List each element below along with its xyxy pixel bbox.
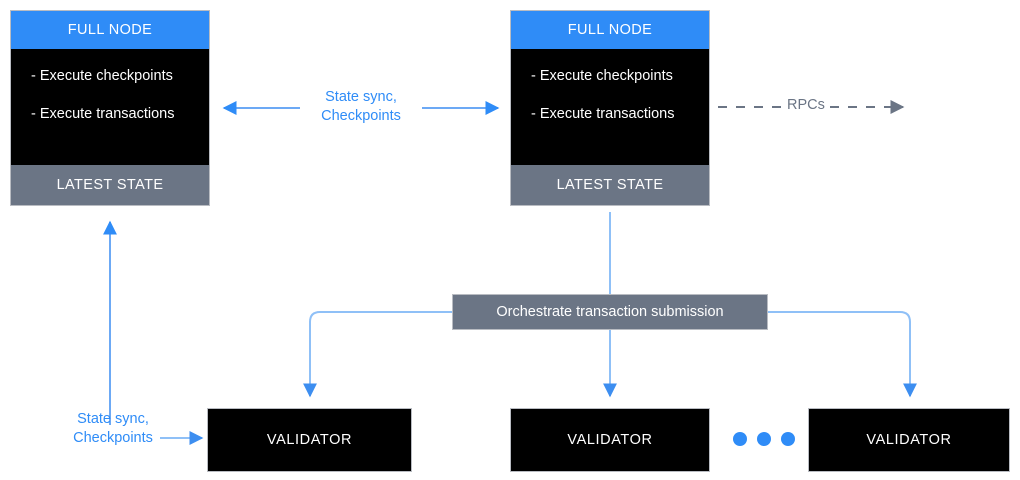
ellipsis-dot-2 (757, 432, 771, 446)
full-node-left-header: FULL NODE (11, 11, 209, 49)
full-node-left-bullet-1: - Execute checkpoints (31, 68, 173, 84)
full-node-right-body: - Execute checkpoints - Execute transact… (511, 49, 709, 165)
edge-orchestrator-to-validator-3 (768, 311, 917, 398)
validator-box-2: VALIDATOR (510, 408, 710, 472)
label-rpcs: RPCs (785, 96, 827, 115)
full-node-right-latest-state: LATEST STATE (511, 165, 709, 205)
full-node-right-bullet-1: - Execute checkpoints (531, 68, 673, 84)
orchestrate-transaction-submission-box: Orchestrate transaction submission (452, 294, 768, 330)
ellipsis-dot-3 (781, 432, 795, 446)
full-node-right-bullet-2: - Execute transactions (531, 105, 675, 122)
full-node-left-body: - Execute checkpoints - Execute transact… (11, 49, 209, 165)
ellipsis-dot-1 (733, 432, 747, 446)
label-state-sync-checkpoints-top: State sync, Checkpoints (300, 88, 422, 126)
full-node-left-bullet-2: - Execute transactions (31, 105, 175, 122)
edge-orchestrator-to-validator-1 (303, 311, 452, 398)
full-node-right: FULL NODE - Execute checkpoints - Execut… (510, 10, 710, 206)
label-state-sync-checkpoints-bottom: State sync, Checkpoints (73, 411, 153, 446)
full-node-left-latest-state: LATEST STATE (11, 165, 209, 205)
validator-box-3: VALIDATOR (808, 408, 1010, 472)
validator-box-1: VALIDATOR (207, 408, 412, 472)
full-node-left: FULL NODE - Execute checkpoints - Execut… (10, 10, 210, 206)
full-node-right-header: FULL NODE (511, 11, 709, 49)
